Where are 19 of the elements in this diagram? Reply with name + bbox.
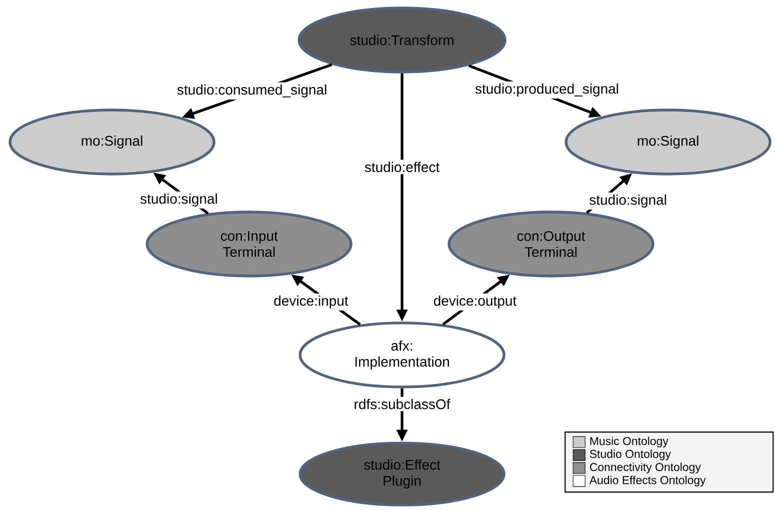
edge-label: studio:signal: [587, 192, 669, 210]
edge-label: studio:signal: [138, 191, 220, 209]
ellipse-node: mo:Signal: [8, 108, 216, 176]
ellipse-node: con:Output Terminal: [448, 210, 654, 278]
legend-label: Music Ontology: [590, 436, 668, 448]
ellipse-node: studio:Transform: [298, 6, 506, 74]
legend-label: Studio Ontology: [590, 450, 671, 460]
edge-label: studio:produced_signal: [472, 81, 621, 99]
ellipse-node: con:Input Terminal: [146, 210, 352, 278]
legend-label: Connectivity Ontology: [590, 462, 701, 474]
ellipse-node: afx: Implementation: [298, 322, 506, 388]
edge-label: device:input: [272, 293, 350, 311]
ellipse-node: studio:Effect Plugin: [298, 442, 506, 506]
edge-label: studio:consumed_signal: [174, 82, 330, 100]
legend-label: Audio Effects Ontology: [589, 476, 706, 486]
ellipse-node: mo:Signal: [564, 108, 772, 176]
edge-label: rdfs:subclassOf: [352, 396, 452, 412]
edge-label: studio:effect: [362, 160, 442, 174]
edge-label: device:output: [431, 293, 519, 311]
